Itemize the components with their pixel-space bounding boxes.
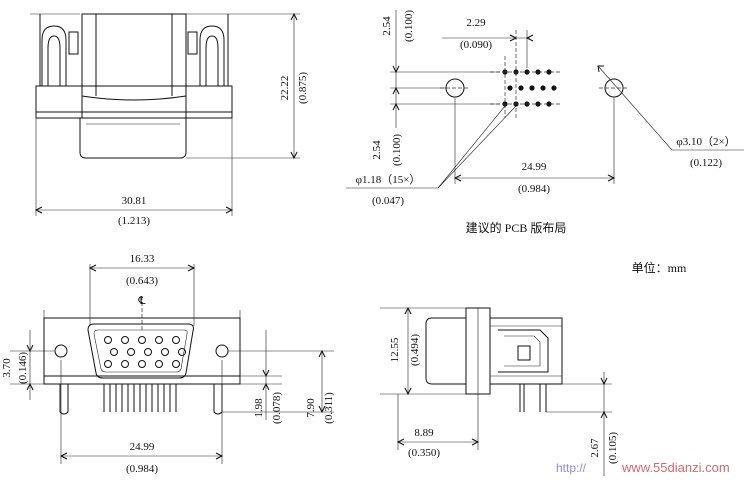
face-tails: [59, 384, 223, 415]
front-width-in: (1.213): [118, 215, 150, 227]
face-shell-width-mm: 16.33: [130, 253, 155, 265]
face-pin-height-in: (0.078): [271, 392, 283, 424]
side-height-in: (0.494): [409, 334, 421, 366]
pcb-layout: 2.54 (0.100) 2.54 (0.100) 2.29 (0.090) φ…: [346, 10, 744, 235]
pcb-pitch-v2-mm: 2.54: [371, 140, 383, 160]
front-width-mm: 30.81: [122, 195, 147, 207]
face-hole-offset-mm: 3.70: [1, 358, 13, 378]
watermark-prefix: http://: [556, 461, 587, 475]
unit-label: 单位：mm: [632, 260, 687, 275]
pcb-pitch-v2-in: (0.100): [391, 134, 403, 166]
face-view: ℄ 16.33 (0.643) 3.70 (0.146) 1.98 (0.078: [1, 253, 335, 475]
side-view: 12.55 (0.494) 8.89 (0.350) 2.67 (0.105): [380, 306, 619, 476]
pcb-pitch-v1-mm: 2.54: [381, 16, 393, 36]
side-height-mm: 12.55: [389, 337, 401, 362]
face-span-mm: 24.99: [130, 441, 155, 453]
pcb-mount-hole-mm: φ3.10（2×）: [676, 135, 735, 148]
pcb-pitch-v1-in: (0.100): [403, 10, 415, 42]
flange-hole-left: [54, 344, 68, 358]
pcb-span-in: (0.984): [518, 183, 550, 195]
front-height-in: (0.875): [297, 72, 309, 104]
pcb-pin-hole-in: (0.047): [372, 195, 404, 207]
front-view: 22.22 (0.875) 30.81 (1.213): [30, 12, 309, 227]
face-span-in: (0.984): [126, 463, 158, 475]
pcb-caption: 建议的 PCB 版布局: [466, 220, 567, 235]
flange-hole-right: [215, 344, 229, 358]
side-pin-len-in: (0.105): [607, 432, 619, 464]
face-total-height-mm: 7.90: [305, 398, 317, 418]
pcb-pitch-h-in: (0.090): [460, 39, 492, 51]
pcb-pitch-h-mm: 2.29: [466, 17, 486, 29]
side-pin-len-mm: 2.67: [589, 438, 601, 458]
pcb-mount-hole-in: (0.122): [690, 157, 722, 169]
side-depth-in: (0.350): [408, 447, 440, 459]
face-pin-height-mm: 1.98: [253, 398, 265, 418]
face-pins: [104, 336, 186, 368]
pcb-span-mm: 24.99: [522, 161, 547, 173]
pcb-pin-grid: [502, 69, 557, 107]
face-hole-offset-in: (0.146): [17, 352, 29, 384]
side-depth-mm: 8.89: [414, 427, 434, 439]
face-total-height-in: (0.311): [323, 392, 335, 424]
pcb-pin-hole-mm: φ1.18（15×）: [356, 173, 421, 186]
watermark-site: www.55dianzi.com: [621, 460, 730, 475]
face-shell-width-in: (0.643): [126, 275, 158, 287]
front-height-mm: 22.22: [279, 76, 291, 101]
face-centerline: ℄: [137, 295, 145, 307]
